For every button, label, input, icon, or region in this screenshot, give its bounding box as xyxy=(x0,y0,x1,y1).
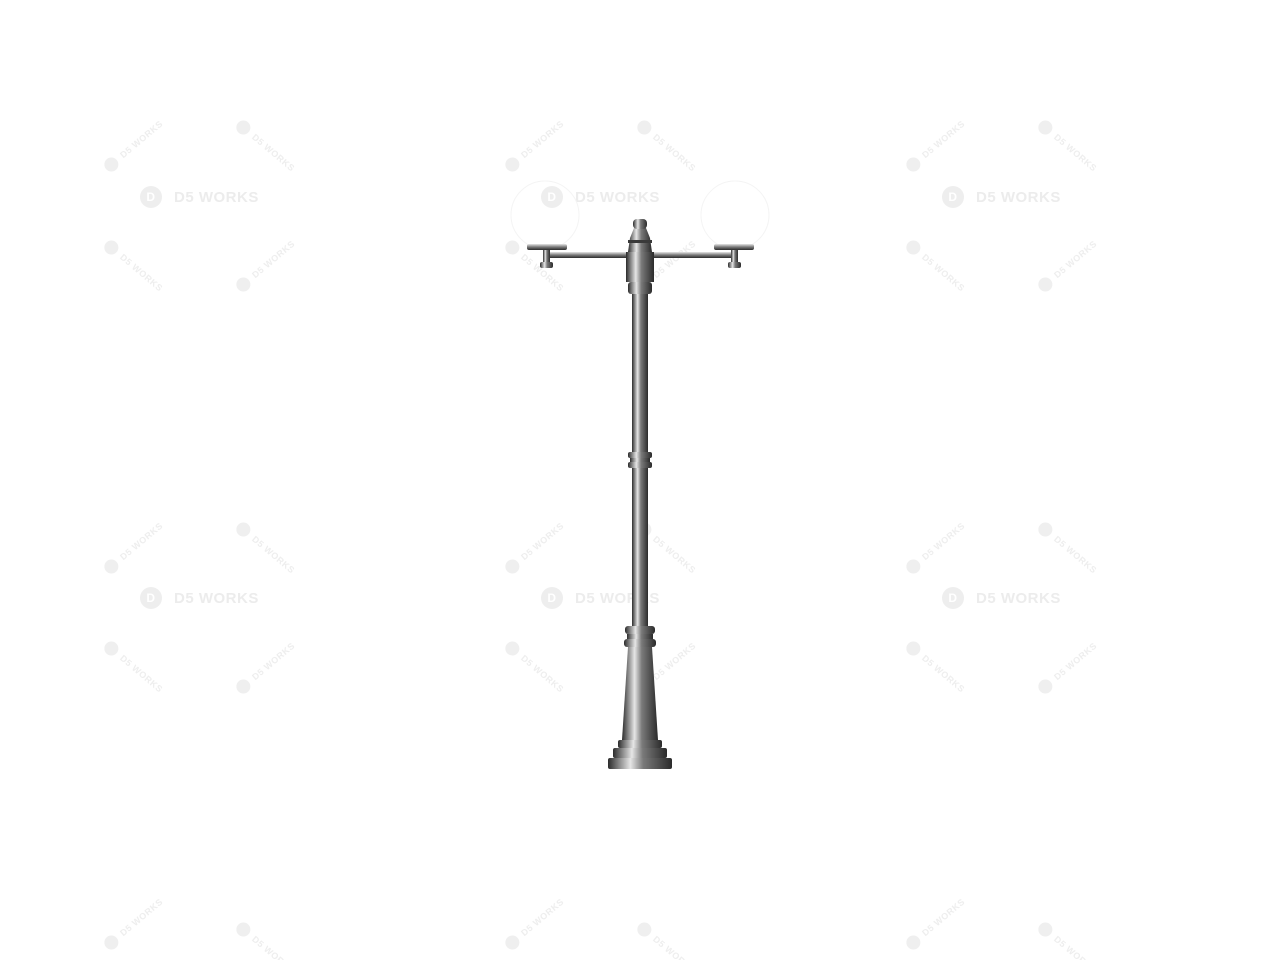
lamp-plinth-base xyxy=(608,758,672,769)
faint-globe-left xyxy=(510,180,580,250)
lamp-mid-ring-2 xyxy=(630,458,650,462)
lamp-base-ring-3 xyxy=(624,639,656,647)
lamp-shaft-lower xyxy=(632,468,648,626)
lamp-base-ring-2 xyxy=(627,634,653,639)
lamp-holder-left-cap xyxy=(540,262,553,268)
lamp-mid-ring-3 xyxy=(628,462,652,468)
lamp-base-ring-1 xyxy=(625,626,655,634)
lamp-arm-left-plate xyxy=(527,244,567,250)
lamp-head-block xyxy=(626,252,654,282)
lamp-shaft-upper xyxy=(632,294,648,452)
lamp-holder-left xyxy=(543,250,550,264)
faint-globe-right xyxy=(700,180,770,250)
lamp-finial-top xyxy=(633,219,647,229)
lamp-mid-ring-1 xyxy=(628,452,652,458)
lamp-base-column xyxy=(622,647,658,740)
lamp-arm-right-plate xyxy=(714,244,754,250)
lamp-plinth-middle xyxy=(613,748,667,758)
lamp-holder-right xyxy=(731,250,738,264)
lamp-collar-top xyxy=(628,282,652,294)
lamp-holder-right-cap xyxy=(728,262,741,268)
lamp-finial-ring xyxy=(628,240,652,243)
lamp-plinth-upper xyxy=(618,740,662,748)
